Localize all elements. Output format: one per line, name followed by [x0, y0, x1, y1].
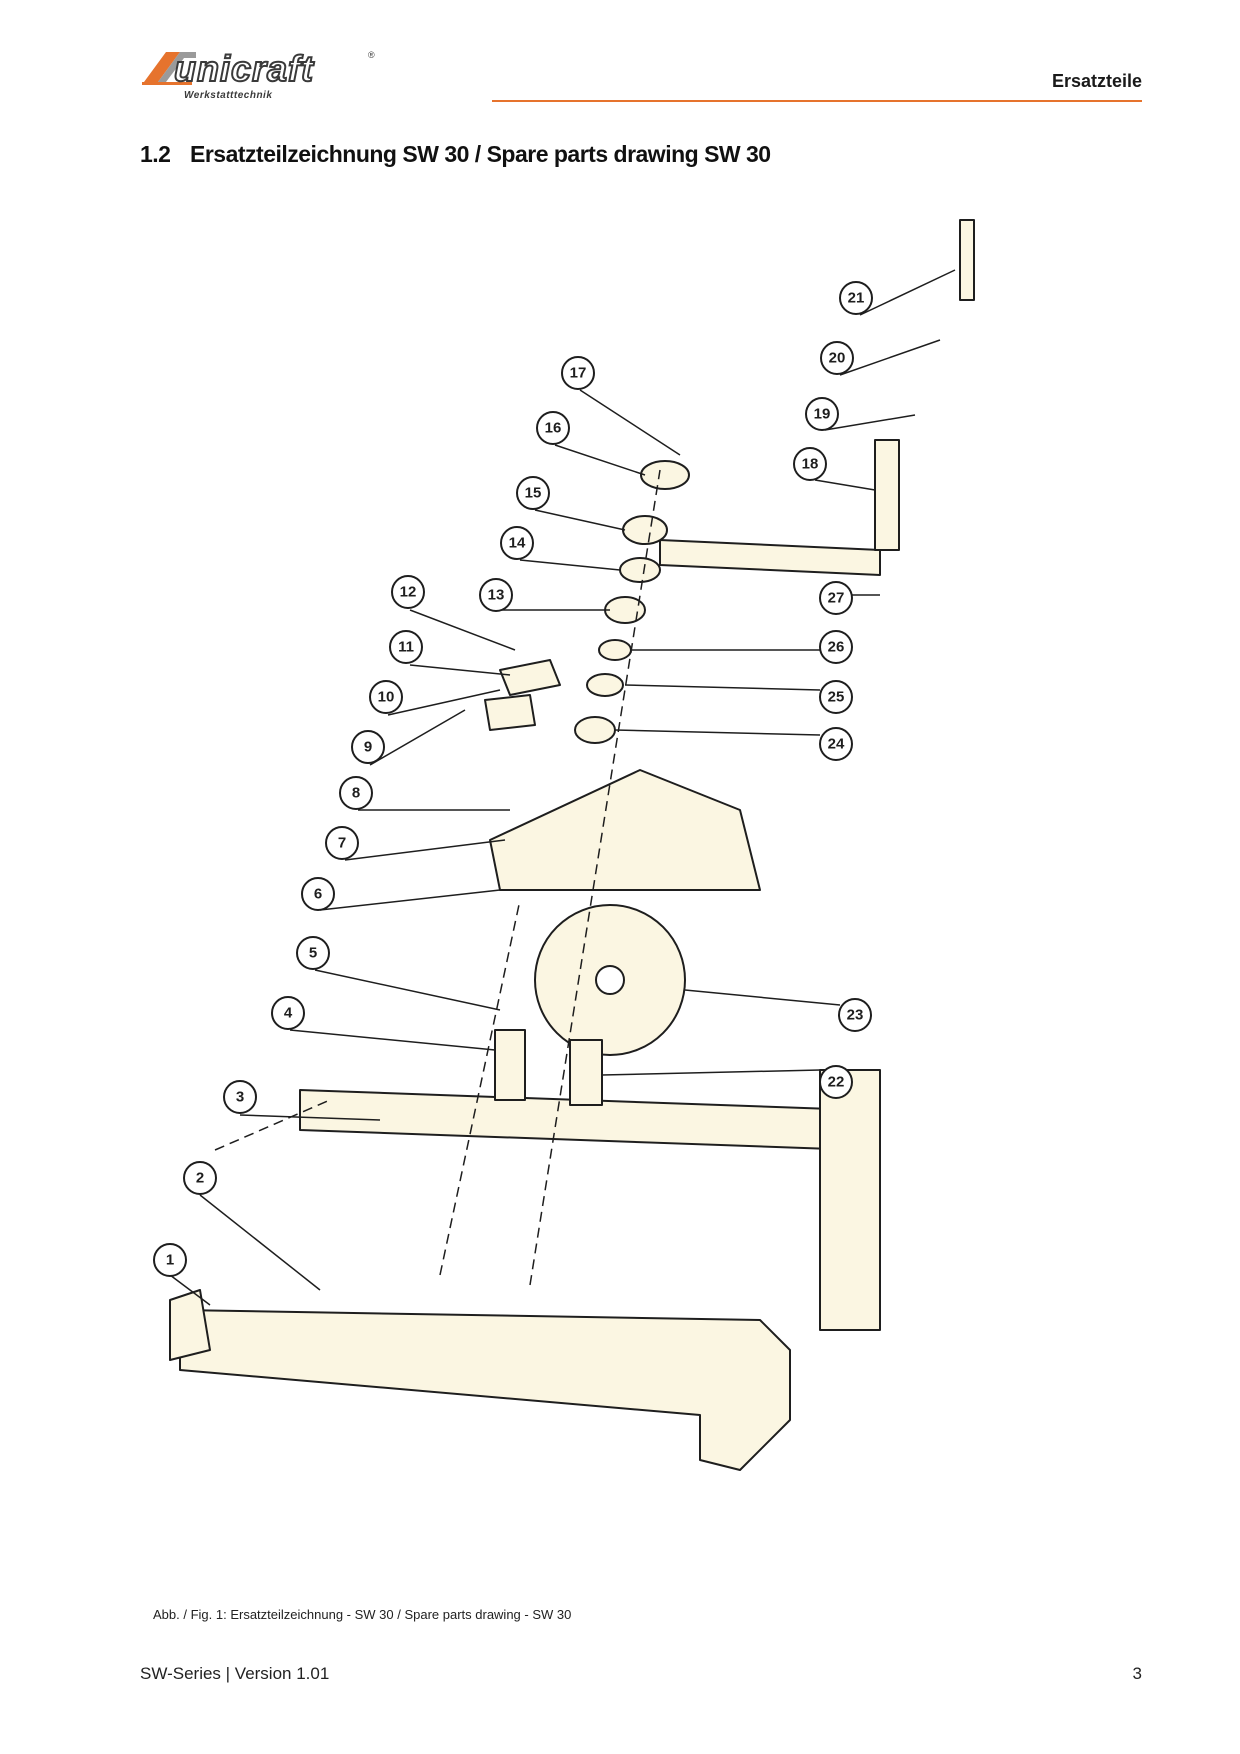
callout-1: [153, 1243, 187, 1277]
callout-13: [479, 578, 513, 612]
callout-7: [325, 826, 359, 860]
brand-logo: unicraft ® Werkstatttechnik: [140, 42, 380, 106]
callout-23: [838, 998, 872, 1032]
callout-26: [819, 630, 853, 664]
callout-22: [819, 1065, 853, 1099]
callout-14: [500, 526, 534, 560]
callout-label-7: 7: [338, 835, 346, 852]
gear-hub-shape: [595, 965, 625, 995]
callout-8: [339, 776, 373, 810]
pinion-4-shape: [494, 1029, 526, 1101]
callout-11: [389, 630, 423, 664]
brand-tagline: Werkstatttechnik: [184, 90, 273, 101]
callout-6: [301, 877, 335, 911]
callout-label-27: 27: [828, 590, 845, 607]
callout-label-17: 17: [570, 365, 587, 382]
section-label: Ersatzteile: [1051, 71, 1142, 91]
ring-26-shape: [598, 639, 632, 661]
callout-label-2: 2: [196, 1170, 204, 1187]
callout-label-6: 6: [314, 886, 322, 903]
callout-label-18: 18: [802, 456, 819, 473]
callout-label-3: 3: [236, 1089, 244, 1106]
page-header: unicraft ® Werkstatttechnik Ersatzteile: [0, 0, 1240, 110]
page-title: 1.2 Ersatzteilzeichnung SW 30 / Spare par…: [140, 141, 771, 168]
callout-label-9: 9: [364, 739, 372, 756]
callout-4: [271, 996, 305, 1030]
pawl-10-shape: [484, 694, 536, 731]
callout-label-14: 14: [509, 535, 526, 552]
spare-parts-drawing: 1 2 3 4 5 6 7 8 9 10 11 12 13 14 15 16 1…: [153, 219, 975, 1471]
callout-21: [839, 281, 873, 315]
callout-5: [296, 936, 330, 970]
callout-27: [819, 581, 853, 615]
header-divider: [492, 100, 1142, 102]
callout-label-25: 25: [828, 689, 845, 706]
callout-label-11: 11: [398, 639, 414, 656]
callout-label-8: 8: [352, 785, 360, 802]
bushing-15-shape: [622, 515, 668, 545]
pinion-22-shape: [569, 1039, 603, 1106]
callout-label-20: 20: [829, 350, 846, 367]
rack-foot-shape: [819, 1069, 881, 1331]
callout-18: [793, 447, 827, 481]
callout-17: [561, 356, 595, 390]
footer-version: SW-Series | Version 1.01: [140, 1664, 330, 1683]
housing-plate-shape: [489, 769, 761, 891]
callout-label-26: 26: [828, 639, 845, 656]
callout-3: [223, 1080, 257, 1114]
callout-2: [183, 1161, 217, 1195]
page-number: 3: [1132, 1664, 1142, 1683]
nut-24-shape: [574, 716, 616, 744]
handle-pin-shape: [959, 219, 975, 301]
callout-label-13: 13: [488, 587, 505, 604]
callout-label-24: 24: [828, 736, 845, 753]
washer-25-shape: [586, 673, 624, 697]
callout-15: [516, 476, 550, 510]
section-number: 1.2: [140, 141, 171, 167]
callout-24: [819, 727, 853, 761]
callout-9: [351, 730, 385, 764]
assembly-axis-right: [529, 469, 661, 1286]
registered-mark: ®: [368, 50, 375, 60]
base-handle-shape: [169, 1289, 211, 1361]
callout-label-12: 12: [400, 584, 417, 601]
callout-19: [805, 397, 839, 431]
bushing-16-shape: [640, 460, 690, 490]
callout-20: [820, 341, 854, 375]
callout-label-23: 23: [847, 1007, 864, 1024]
figure-caption: Abb. / Fig. 1: Ersatzteilzeichnung - SW …: [153, 1607, 572, 1622]
assembly-axis-rack: [214, 1099, 331, 1151]
logo-mark-icon: [142, 52, 196, 85]
lever-arm-shape: [659, 539, 881, 576]
callout-label-19: 19: [814, 406, 831, 423]
callout-label-22: 22: [828, 1074, 845, 1091]
callout-label-16: 16: [545, 420, 562, 437]
callout-label-21: 21: [848, 290, 865, 307]
callout-label-15: 15: [525, 485, 542, 502]
callout-16: [536, 411, 570, 445]
handle-grip-shape: [874, 439, 900, 551]
section-title: Ersatzteilzeichnung SW 30 / Spare parts …: [190, 141, 771, 167]
washer-14-shape: [619, 557, 661, 583]
callout-label-5: 5: [309, 945, 317, 962]
callout-label-1: 1: [166, 1252, 174, 1269]
callout-label-10: 10: [378, 689, 395, 706]
callout-12: [391, 575, 425, 609]
base-frame-shape: [179, 1309, 791, 1471]
pawl-11-shape: [499, 659, 561, 696]
callout-10: [369, 680, 403, 714]
callout-25: [819, 680, 853, 714]
brand-name: unicraft: [173, 47, 315, 90]
callout-label-4: 4: [284, 1005, 293, 1022]
